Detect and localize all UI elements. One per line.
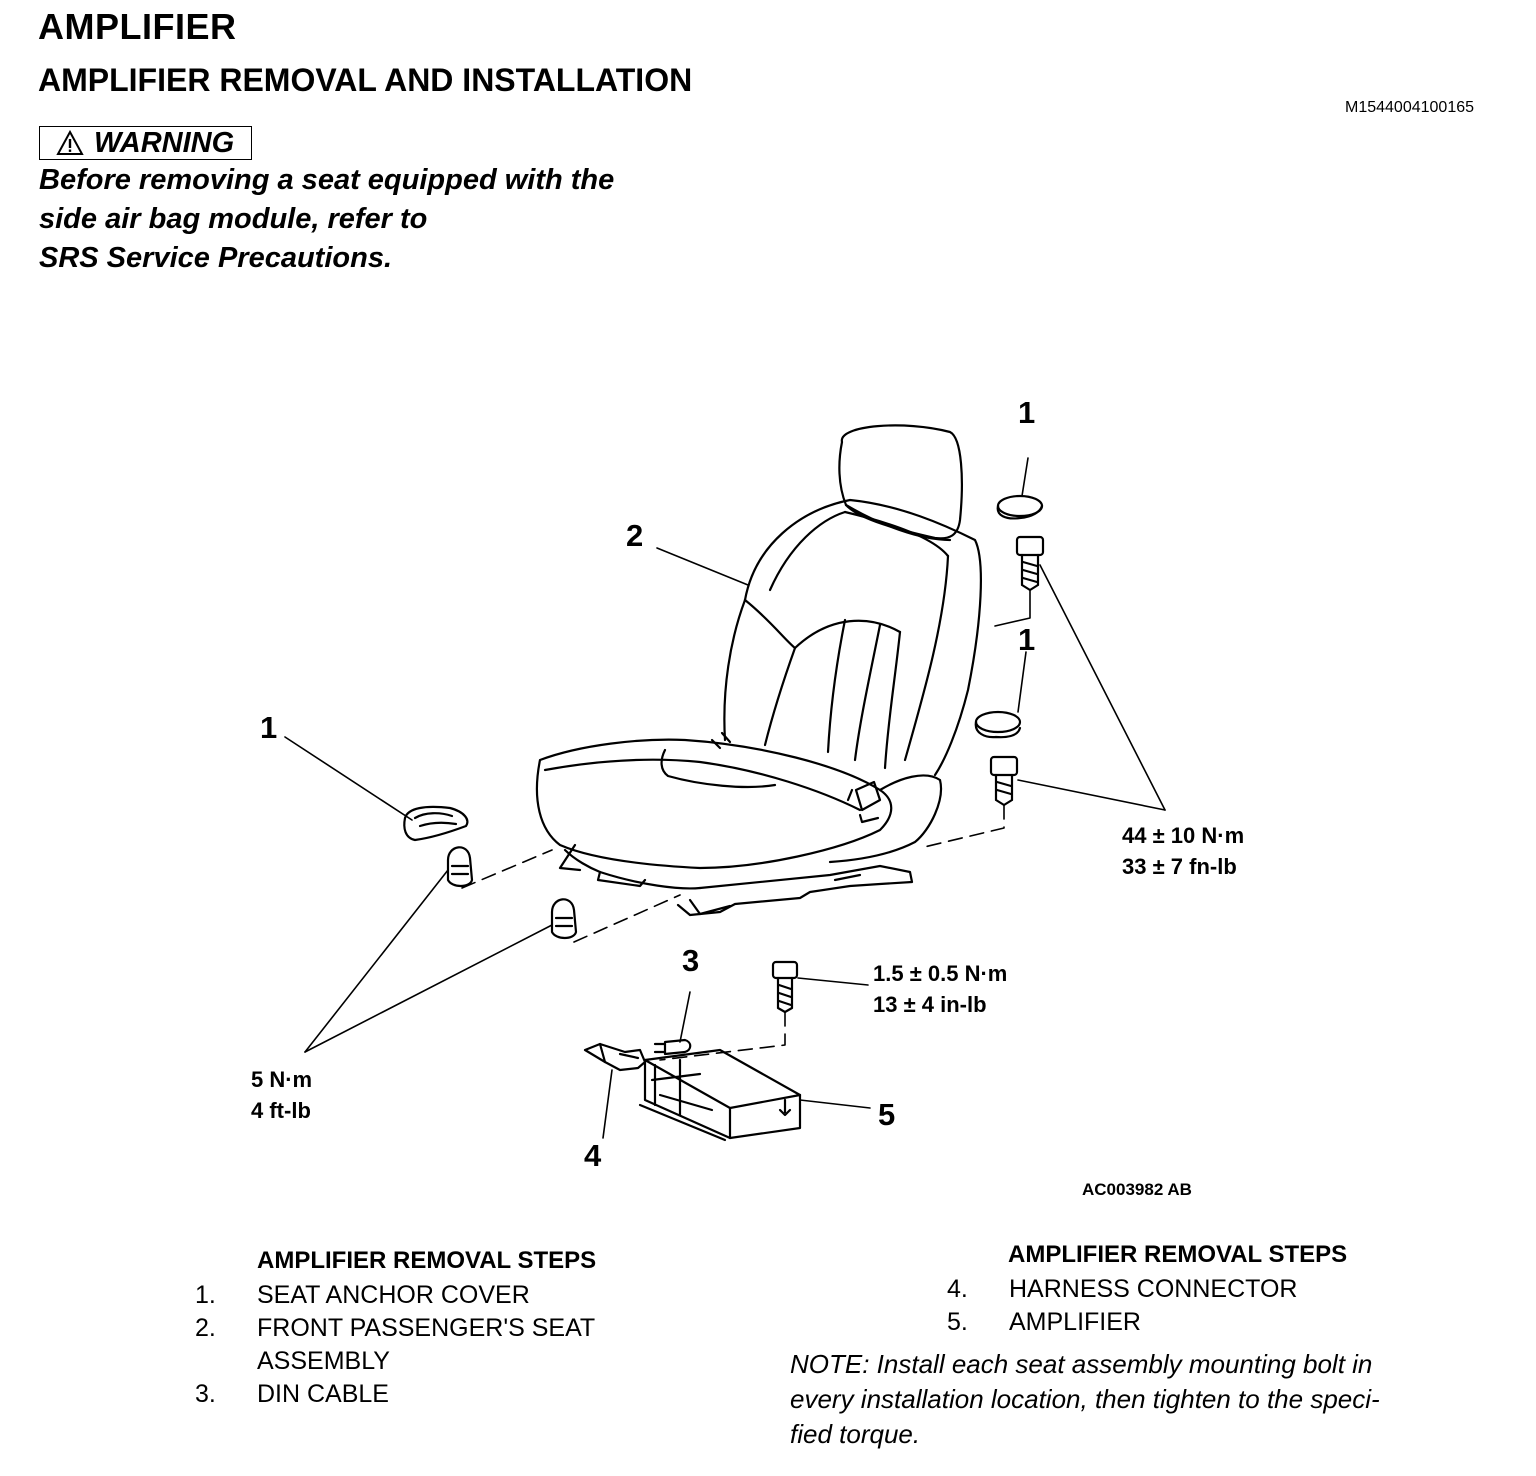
- step-text: AMPLIFIER: [1009, 1308, 1141, 1336]
- torque-spec-front: 5 N·m 4 ft-lb: [251, 1064, 331, 1126]
- list-item: 2. FRONT PASSENGER'S SEAT: [195, 1312, 595, 1345]
- note-line: NOTE: Install each seat assembly mountin…: [790, 1349, 1373, 1379]
- torque-spec-amplifier: 1.5 ± 0.5 N·m 13 ± 4 in-lb: [873, 958, 1007, 1020]
- torque-imperial: 13 ± 4 in-lb: [873, 992, 987, 1017]
- page-title: AMPLIFIER: [38, 6, 237, 47]
- steps-list: 4. HARNESS CONNECTOR 5. AMPLIFIER: [947, 1273, 1297, 1339]
- list-item: 1. SEAT ANCHOR COVER: [195, 1279, 595, 1312]
- callout-3: 3: [682, 943, 700, 978]
- step-text: ASSEMBLY: [257, 1347, 390, 1375]
- front-passenger-seat: [535, 424, 982, 917]
- alignment-lines: [461, 589, 1031, 1061]
- steps-heading: AMPLIFIER REMOVAL STEPS: [257, 1247, 597, 1274]
- step-number: 2.: [195, 1314, 216, 1342]
- seat-anchor-cover: [974, 710, 1022, 739]
- step-number: 3.: [195, 1380, 216, 1408]
- seat-mounting-bolt: [989, 755, 1019, 807]
- callout-2: 2: [626, 518, 644, 553]
- seat-anchor-cover: [403, 805, 469, 842]
- list-item: 5. AMPLIFIER: [947, 1306, 1297, 1339]
- warning-line: side air bag module, refer to: [39, 203, 428, 235]
- step-number: [195, 1345, 257, 1378]
- list-item: 4. HARNESS CONNECTOR: [947, 1273, 1297, 1306]
- seat-mounting-nut: [446, 846, 474, 888]
- torque-metric: 44 ± 10 N·m: [1122, 823, 1245, 848]
- note-line: fied torque.: [790, 1419, 921, 1449]
- warning-line: Before removing a seat equipped with the: [39, 164, 615, 196]
- callout-1: 1: [1018, 622, 1036, 657]
- figure-id: AC003982 AB: [1082, 1180, 1192, 1199]
- step-text: SEAT ANCHOR COVER: [257, 1281, 530, 1309]
- list-item: 3. DIN CABLE: [195, 1378, 595, 1411]
- list-item: ASSEMBLY: [195, 1345, 595, 1378]
- step-text: DIN CABLE: [257, 1380, 389, 1408]
- warning-line: SRS Service Precautions.: [39, 242, 392, 274]
- seat-mounting-nut: [550, 898, 578, 940]
- amplifier-bolt: [771, 960, 799, 1014]
- callout-5: 5: [878, 1097, 896, 1132]
- torque-imperial: 33 ± 7 fn-lb: [1122, 854, 1237, 879]
- warning-box: WARNING: [39, 126, 252, 160]
- callout-1: 1: [260, 710, 278, 745]
- torque-imperial: 4 ft-lb: [251, 1098, 311, 1123]
- torque-metric: 1.5 ± 0.5 N·m: [873, 961, 1008, 986]
- callout-4: 4: [584, 1138, 602, 1173]
- leader-lines: [284, 457, 1166, 1139]
- steps-heading: AMPLIFIER REMOVAL STEPS: [1008, 1241, 1348, 1268]
- installation-note: NOTE: Install each seat assembly mountin…: [790, 1347, 1495, 1452]
- seat-mounting-bolt: [1015, 535, 1045, 592]
- section-title: AMPLIFIER REMOVAL AND INSTALLATION: [38, 62, 693, 98]
- harness-connector: [583, 1042, 647, 1072]
- document-id: M1544004100165: [1345, 99, 1475, 116]
- step-text: FRONT PASSENGER'S SEAT: [257, 1314, 596, 1342]
- callout-1: 1: [1018, 395, 1036, 430]
- note-line: every installation location, then tighte…: [790, 1384, 1380, 1414]
- torque-metric: 5 N·m: [251, 1067, 313, 1092]
- step-text: HARNESS CONNECTOR: [1009, 1275, 1298, 1303]
- amplifier-unit: [638, 1048, 802, 1142]
- warning-label: WARNING: [94, 126, 235, 159]
- steps-list: 1. SEAT ANCHOR COVER 2. FRONT PASSENGER'S …: [195, 1279, 595, 1411]
- seat-anchor-cover: [996, 494, 1044, 520]
- step-number: 4.: [947, 1275, 968, 1303]
- step-number: 1.: [195, 1281, 216, 1309]
- step-number: 5.: [947, 1308, 968, 1336]
- warning-triangle-icon: [56, 130, 84, 155]
- warning-text: Before removing a seat equipped with the…: [39, 161, 779, 278]
- torque-spec-rear: 44 ± 10 N·m 33 ± 7 fn-lb: [1122, 820, 1244, 882]
- din-cable: [653, 1038, 692, 1056]
